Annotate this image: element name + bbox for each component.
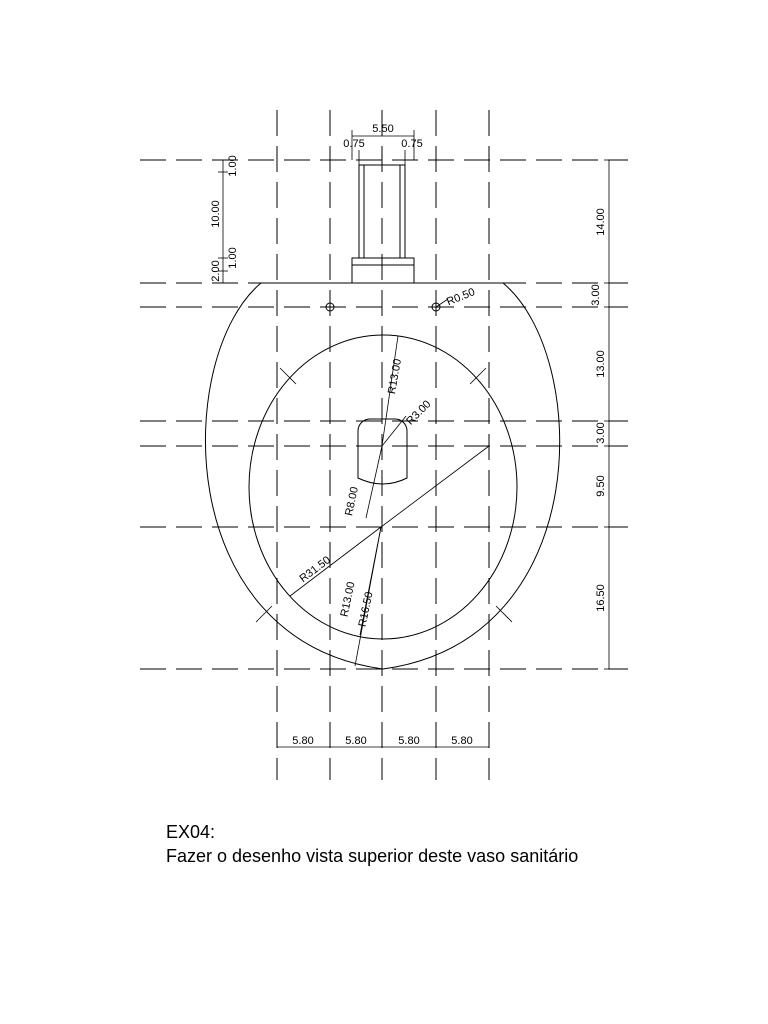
dim-r3: R3.00 xyxy=(404,398,433,427)
dim-left-1: 1.00 xyxy=(227,155,239,176)
dim-r31-5: R31.50 xyxy=(297,554,333,585)
dim-left-2: 2.00 xyxy=(210,260,222,281)
vertical-center-lines xyxy=(276,110,490,780)
exercise-description: Fazer o desenho vista superior deste vas… xyxy=(166,846,579,866)
caption: EX04: Fazer o desenho vista superior des… xyxy=(166,820,578,868)
drain-opening xyxy=(357,418,408,485)
dim-top-left-offset: 0.75 xyxy=(343,138,364,150)
dim-right-3a: 3.00 xyxy=(590,284,602,305)
dimension-lines xyxy=(218,130,614,748)
bolt-holes xyxy=(325,302,441,312)
dim-right-14: 14.00 xyxy=(595,208,607,236)
outer-body xyxy=(204,282,561,670)
dim-right-16-5: 16.50 xyxy=(595,584,607,612)
dim-r13-upper: R13.00 xyxy=(386,358,404,395)
radius-leaders xyxy=(289,298,490,667)
dim-bottom-3: 5.80 xyxy=(398,735,419,747)
dim-left-1b: 1.00 xyxy=(227,247,239,268)
dim-bottom-2: 5.80 xyxy=(345,735,366,747)
dim-right-3b: 3.00 xyxy=(595,422,607,443)
ellipse-ticks xyxy=(255,367,513,623)
toilet-top-view-drawing: 5.50 0.75 0.75 1.00 10.00 1.00 2.00 14.0… xyxy=(140,110,628,780)
dim-right-13: 13.00 xyxy=(595,350,607,378)
dim-top-right-offset: 0.75 xyxy=(401,138,422,150)
dim-bottom-4: 5.80 xyxy=(451,735,472,747)
dimension-texts: 5.50 0.75 0.75 1.00 10.00 1.00 2.00 14.0… xyxy=(210,123,607,747)
dim-left-10: 10.00 xyxy=(210,200,222,228)
dim-bottom-1: 5.80 xyxy=(292,735,313,747)
top-pipe xyxy=(351,164,415,284)
dim-right-9-5: 9.50 xyxy=(595,475,607,496)
dim-r13-lower: R13.00 xyxy=(339,581,358,618)
exercise-title: EX04: xyxy=(166,822,216,842)
dim-r050: R0.50 xyxy=(445,286,477,308)
dim-r8: R8.00 xyxy=(343,486,361,517)
inner-bowl xyxy=(248,334,518,640)
dim-top-width: 5.50 xyxy=(372,123,393,135)
dim-r16-5: R16.50 xyxy=(357,591,376,628)
horizontal-center-lines xyxy=(140,159,628,670)
